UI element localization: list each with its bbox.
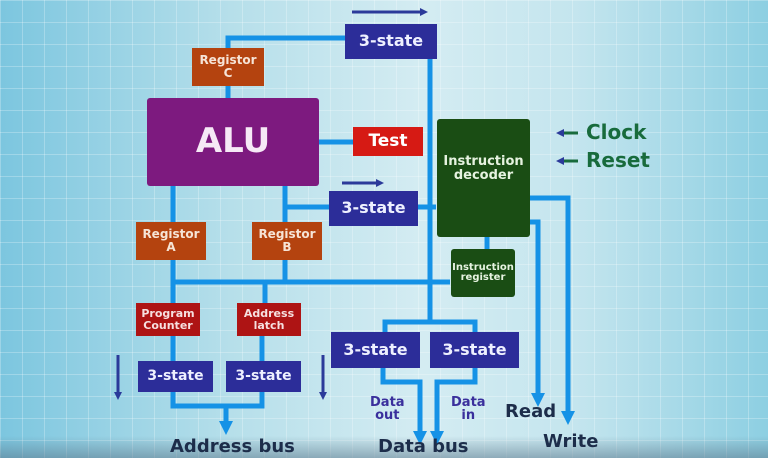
wire-address-bus-join xyxy=(170,391,265,409)
wire-read xyxy=(530,219,545,407)
addr-latch-label-2: latch xyxy=(253,318,285,332)
address-bus-label: Address bus xyxy=(170,436,295,457)
register-a-letter: A xyxy=(166,240,176,254)
wire-data-out xyxy=(380,368,427,445)
register-b-letter: B xyxy=(282,240,292,254)
tri-state-mid-label: 3-state xyxy=(341,198,406,218)
addr-latch-label-1: Address xyxy=(243,306,295,320)
tri-state-data-in: 3-state xyxy=(430,332,519,368)
tri-state-pc-label: 3-state xyxy=(147,368,204,385)
data-in-label-1: Data xyxy=(451,395,486,410)
data-out-label-1: Data xyxy=(370,395,405,410)
tri-state-data-out: 3-state xyxy=(331,332,420,368)
test-block: Test xyxy=(353,127,423,156)
tri-state-addr-label: 3-state xyxy=(235,368,292,385)
data-out-label-2: out xyxy=(375,408,400,423)
reset-label: Reset xyxy=(586,148,650,172)
tri-state-data-out-label: 3-state xyxy=(343,339,408,359)
tri-state-addr: 3-state xyxy=(226,361,301,392)
wire-data-in xyxy=(430,368,478,445)
wire-data-split xyxy=(382,319,478,333)
tri-state-top-label: 3-state xyxy=(358,31,424,51)
decoder-label-1: Instruction xyxy=(443,154,524,169)
alu-label: ALU xyxy=(195,121,271,162)
tri-state-pc: 3-state xyxy=(138,361,213,392)
bottom-shade xyxy=(0,436,768,458)
clock-label: Clock xyxy=(586,120,647,144)
wire-regc-top xyxy=(225,35,345,48)
tri-state-data-in-label: 3-state xyxy=(442,339,507,359)
register-b-label: Registor xyxy=(258,227,316,242)
test-label: Test xyxy=(368,130,408,151)
data-bus-label: Data bus xyxy=(378,436,469,457)
decoder-label-2: decoder xyxy=(453,167,514,183)
data-in-label-2: in xyxy=(461,408,476,423)
wire-write xyxy=(530,195,575,425)
register-a-label: Registor xyxy=(142,227,200,242)
ireg-label-1: Instruction xyxy=(452,261,514,273)
tri-state-top: 3-state xyxy=(345,24,437,59)
register-c-label: Registor xyxy=(199,53,257,68)
ireg-label-2: register xyxy=(460,272,506,283)
read-label: Read xyxy=(505,401,557,422)
write-label: Write xyxy=(543,431,599,452)
tri-state-mid: 3-state xyxy=(329,191,418,226)
pc-label-1: Program xyxy=(141,306,195,320)
alu-block: ALU xyxy=(147,98,319,186)
pc-label-2: Counter xyxy=(143,318,193,332)
register-c-letter: C xyxy=(223,66,233,80)
